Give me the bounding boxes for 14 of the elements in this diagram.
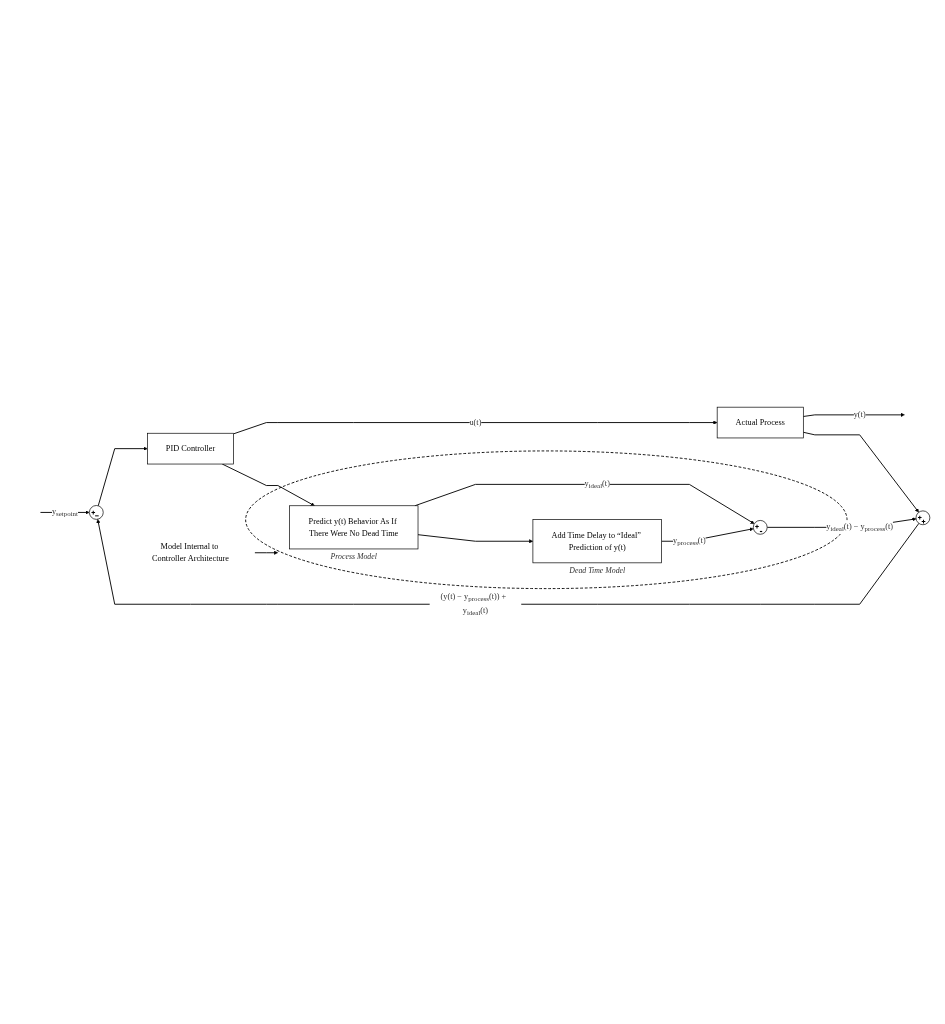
model-caption: Process Model (330, 552, 377, 562)
node-box: Actual Process (716, 406, 804, 439)
edge-label: u(t) (469, 417, 482, 428)
model-caption: Dead Time Model (569, 566, 626, 576)
node-box: Add Time Delay to “Ideal” Prediction of y(t) (532, 519, 662, 564)
edge-label: y$_{process}$(t) (673, 535, 706, 547)
node-text: Model Internal to Controller Architecture (152, 541, 230, 564)
edge-label: y(t) (853, 410, 866, 420)
edge-label: y$_{setpoint}$ (51, 507, 78, 518)
node-box: PID Controller (147, 433, 234, 465)
edge-label: y$_{ideal}$(t) − y$_{process}$(t) (826, 521, 894, 533)
edge-label: y$_{ideal}$(t) (584, 478, 610, 490)
edge-label: (y(t) − y$_{process}$(t)) + y$_{ideal}$(t) (440, 591, 507, 617)
node-box: Predict y(t) Behavior As If There Were No Dead Time (289, 505, 419, 550)
